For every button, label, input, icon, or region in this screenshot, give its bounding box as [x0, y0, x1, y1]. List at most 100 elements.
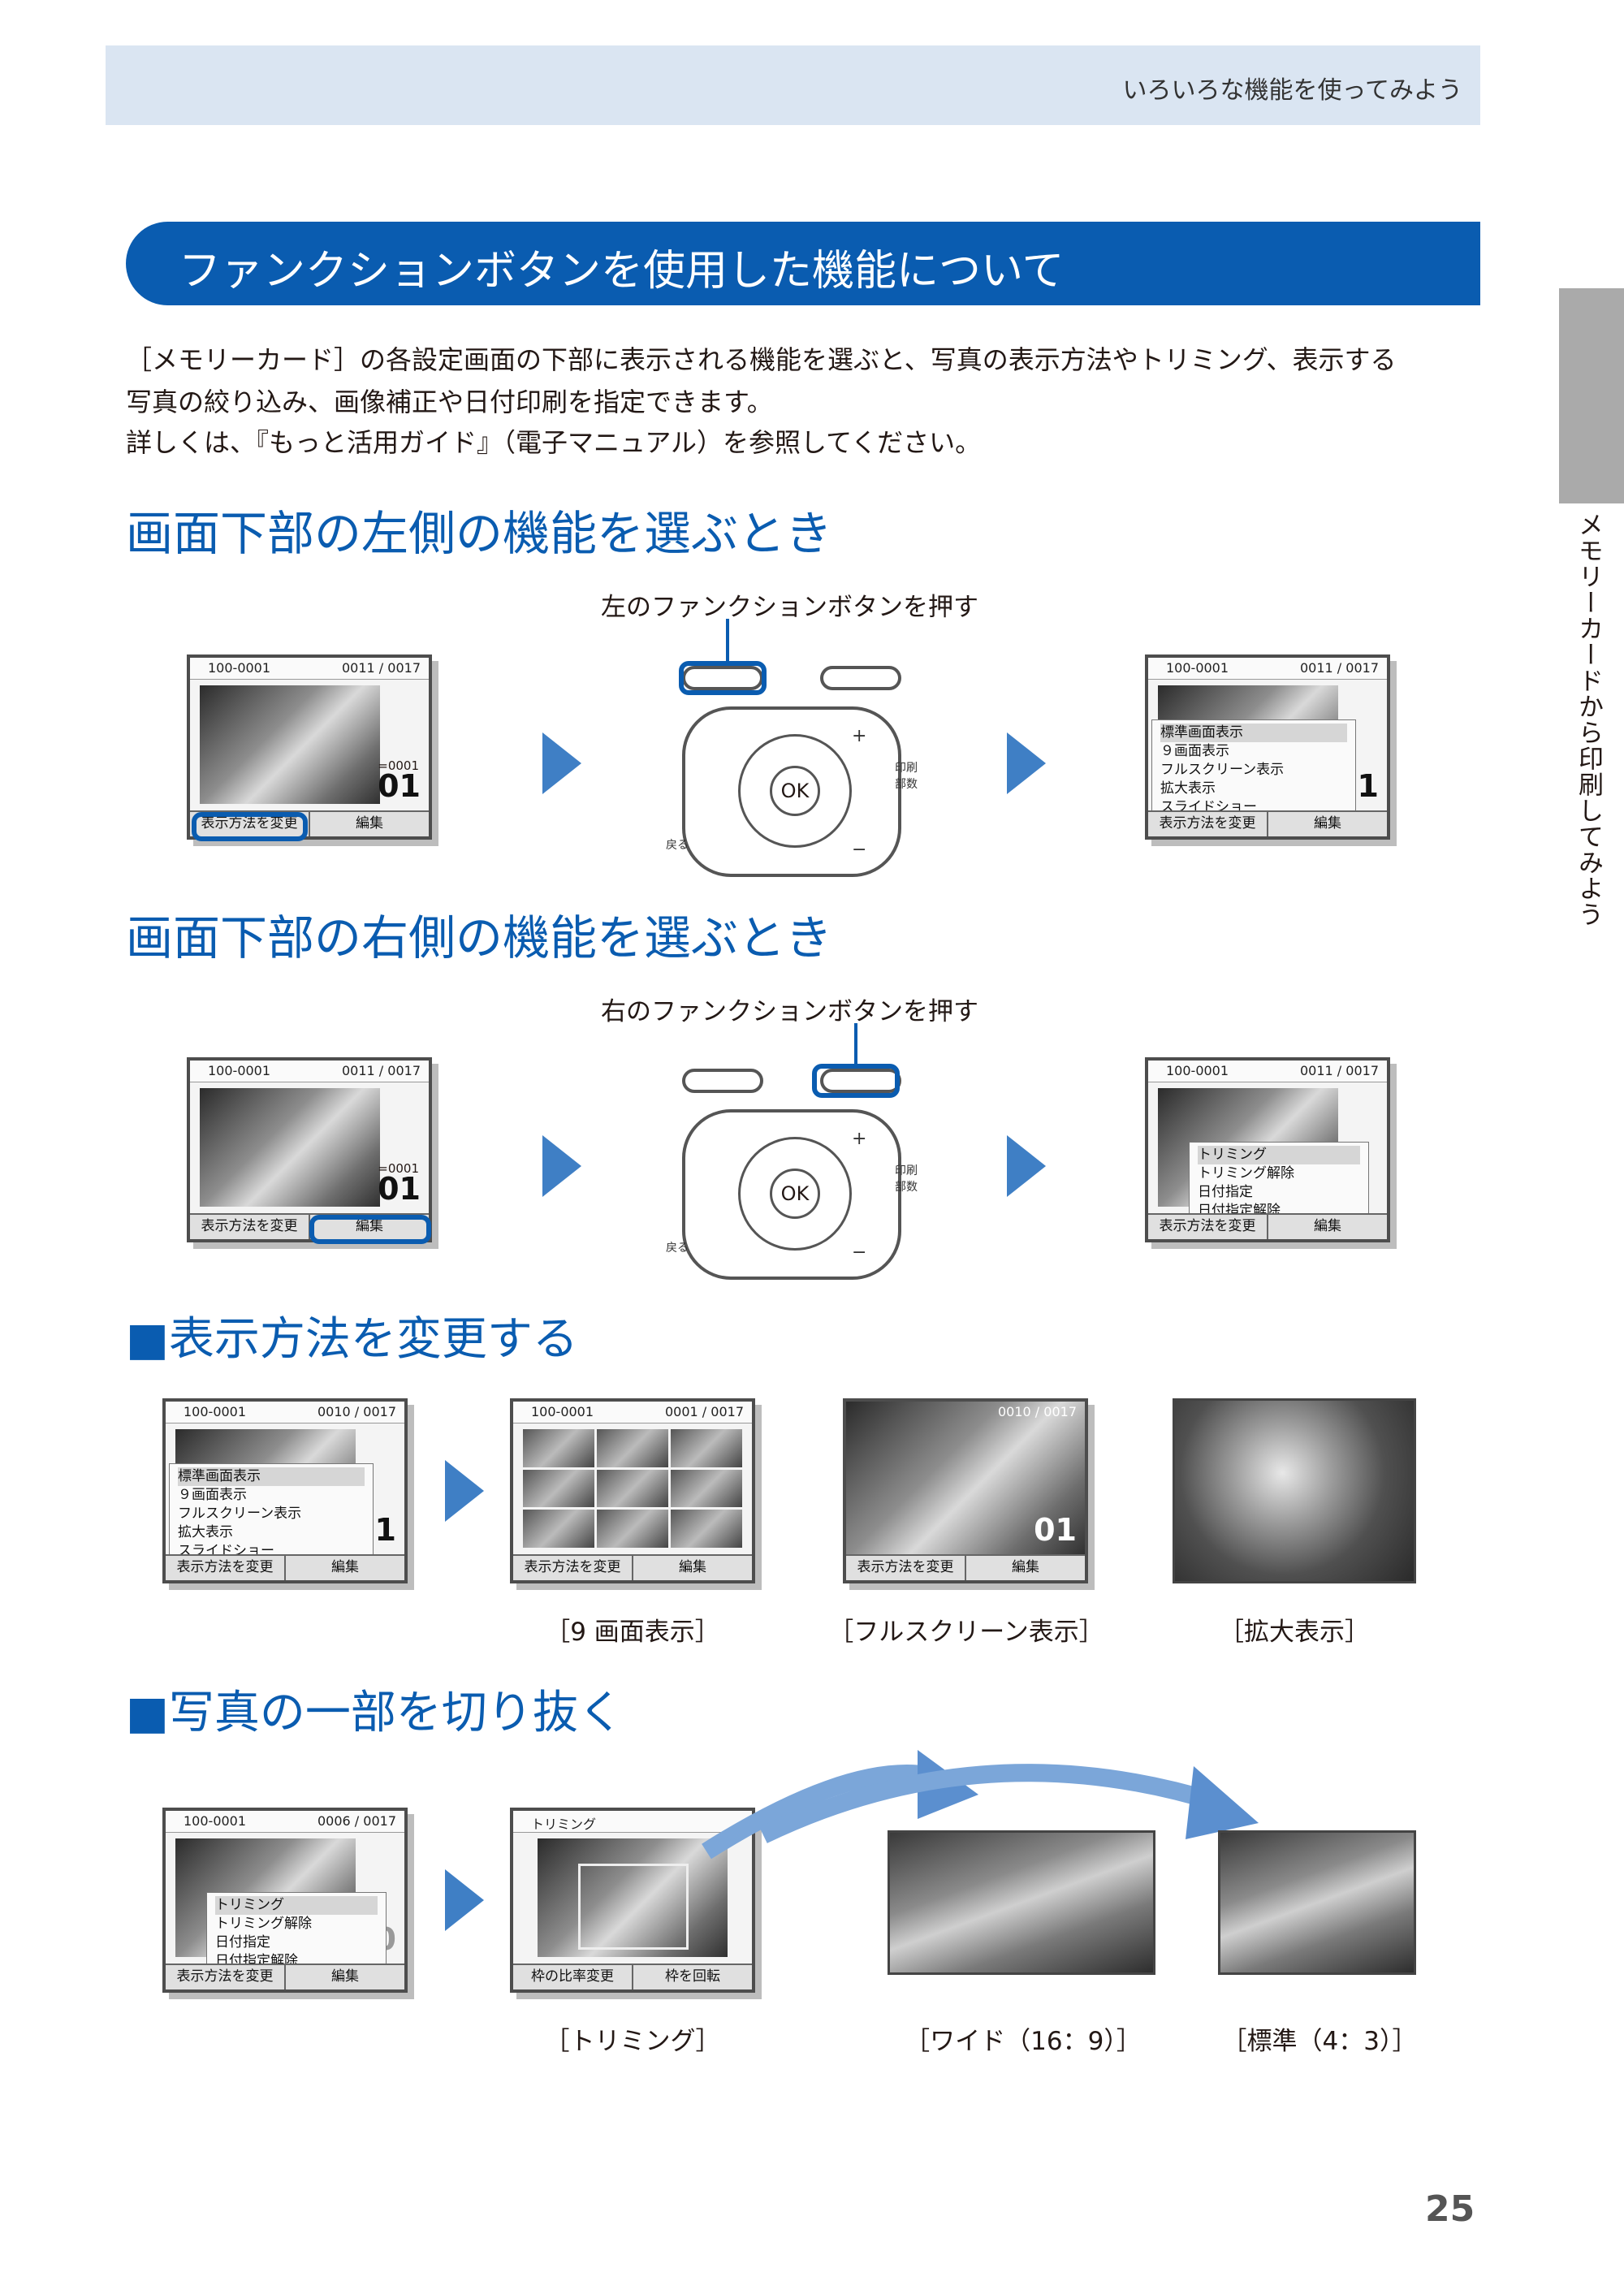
copies-value: 01 — [1034, 1512, 1077, 1548]
minus-button[interactable]: − — [852, 1242, 867, 1263]
highlight-right-button — [812, 1064, 900, 1098]
display-method-label: 表示方法を変更 — [190, 812, 310, 836]
arrow-head-2 — [1186, 1766, 1259, 1839]
menu-item[interactable]: フルスクリーン表示 — [178, 1506, 302, 1522]
curve-arrow-2 — [759, 1764, 1221, 1843]
lcd-status-bar: 100-0001 0011 / 0017 — [190, 658, 429, 680]
intro-line-1: ［メモリーカード］の各設定画面の下部に表示される機能を選ぶと、写真の表示方法やト… — [126, 344, 1397, 375]
callout-left-button: 左のファンクションボタンを押す — [601, 593, 978, 622]
lcd-function-bar: 枠の比率変更 枠を回転 — [513, 1964, 752, 1989]
print-copies-label: 印刷 部数 — [895, 762, 918, 791]
menu-item[interactable]: トリミング — [1198, 1146, 1360, 1164]
thumbnail[interactable] — [597, 1469, 668, 1508]
menu-item[interactable]: フルスクリーン表示 — [1160, 762, 1285, 778]
heading-right-function: 画面下部の右側の機能を選ぶとき — [126, 910, 833, 966]
display-method-label: 表示方法を変更 — [846, 1556, 966, 1580]
intro-line-3: 詳しくは、『もっと活用ガイド』（電子マニュアル）を参照してください。 — [126, 427, 982, 458]
menu-item[interactable]: 日付指定 — [215, 1934, 270, 1951]
next-arrow — [445, 1869, 484, 1931]
folder-label: 100-0001 — [531, 1404, 594, 1419]
display-menu: 標準画面表示 ９画面表示 フルスクリーン表示 拡大表示 スライドショー — [1151, 719, 1356, 821]
folder-label: 100-0001 — [184, 1813, 247, 1829]
menu-item[interactable]: 標準画面表示 — [1160, 724, 1347, 742]
menu-item[interactable]: 拡大表示 — [1160, 780, 1216, 797]
section-title-bar: ファンクションボタンを使用した機能について — [126, 222, 1480, 305]
zoomed-kid-photo — [1173, 1398, 1416, 1583]
lcd-screen: 100-0001 0011 / 0017 =0001 01 表示方法を変更 編集 — [187, 1057, 432, 1242]
control-panel: OK + − 印刷 部数 戻る — [666, 666, 918, 877]
thumbnail[interactable] — [671, 1429, 742, 1467]
lcd-function-bar: 表示方法を変更 編集 — [846, 1554, 1085, 1580]
menu-item[interactable]: トリミング — [215, 1896, 378, 1915]
copies-label: =0001 — [378, 758, 419, 773]
edit-label: 編集 — [1012, 1559, 1039, 1575]
next-arrow — [542, 732, 581, 794]
edit-menu: トリミング トリミング解除 日付指定 日付指定解除 — [206, 1892, 387, 1975]
folder-label: 100-0001 — [1166, 1063, 1229, 1078]
lcd-status-bar: トリミング — [513, 1811, 752, 1833]
dpad[interactable]: OK — [738, 1137, 852, 1251]
thumbnail[interactable] — [523, 1510, 594, 1548]
image-counter: 0011 / 0017 — [1300, 1063, 1379, 1078]
ok-button[interactable]: OK — [770, 1169, 820, 1219]
copies-value: 01 — [378, 768, 421, 804]
wide-crop-photo — [888, 1830, 1155, 1975]
edit-label: 編集 — [356, 815, 383, 832]
caption-fullscreen: ［フルスクリーン表示］ — [828, 1618, 1104, 1647]
left-function-button[interactable] — [682, 666, 763, 690]
cat-photo — [200, 685, 380, 804]
lcd-function-bar: 表示方法を変更 編集 — [513, 1554, 752, 1580]
plus-button[interactable]: + — [852, 726, 867, 746]
cat-photo — [200, 1088, 380, 1207]
caption-nine-view: ［9 画面表示］ — [545, 1618, 720, 1647]
left-function-button[interactable] — [682, 1069, 763, 1093]
folder-label: 100-0001 — [184, 1404, 247, 1419]
lcd-function-bar: 表示方法を変更 編集 — [166, 1554, 404, 1580]
menu-item[interactable]: 拡大表示 — [178, 1524, 233, 1540]
next-arrow — [542, 1135, 581, 1197]
lcd-screen: 100-0001 0011 / 0017 トリミング トリミング解除 日付指定 … — [1145, 1057, 1390, 1242]
menu-item[interactable]: トリミング解除 — [1198, 1165, 1294, 1182]
menu-item[interactable]: ９画面表示 — [178, 1487, 247, 1503]
side-tab-label: メモリーカードから印刷してみよう — [1574, 512, 1603, 927]
edit-label: 編集 — [356, 1218, 383, 1234]
highlight-right-function — [309, 1215, 431, 1244]
highlight-left-button — [679, 661, 767, 695]
heading-display-method: ■表示方法を変更する — [126, 1313, 578, 1366]
menu-item[interactable]: ９画面表示 — [1160, 743, 1229, 759]
ok-button[interactable]: OK — [770, 766, 820, 816]
edit-label: 編集 — [331, 1559, 359, 1575]
image-counter: 0006 / 0017 — [317, 1813, 396, 1829]
display-method-label: 表示方法を変更 — [513, 1556, 633, 1580]
thumbnail[interactable] — [671, 1469, 742, 1508]
copies-value: 01 — [378, 1171, 421, 1207]
thumbnail[interactable] — [597, 1429, 668, 1467]
dpad[interactable]: OK — [738, 734, 852, 848]
lcd-screen: 100-0001 0011 / 0017 =0001 01 表示方法を変更 編集 — [187, 655, 432, 840]
menu-item[interactable]: トリミング解除 — [215, 1916, 312, 1932]
menu-item[interactable]: 日付指定 — [1198, 1184, 1253, 1200]
panel-body: OK + − — [682, 1109, 901, 1280]
next-arrow — [1007, 1135, 1046, 1197]
image-counter: 0010 / 0017 — [998, 1404, 1077, 1419]
trim-frame[interactable] — [578, 1864, 689, 1950]
thumbnail[interactable] — [523, 1469, 594, 1508]
intro-line-2: 写真の絞り込み、画像補正や日付印刷を指定できます。 — [126, 387, 773, 417]
folder-label: 100-0001 — [208, 660, 271, 676]
plus-button[interactable]: + — [852, 1129, 867, 1149]
edit-label: 編集 — [1314, 1218, 1341, 1234]
thumbnail[interactable] — [671, 1510, 742, 1548]
rotate-frame-label: 枠を回転 — [665, 1968, 720, 1985]
edit-label: 編集 — [331, 1968, 359, 1985]
menu-item[interactable]: 標準画面表示 — [178, 1467, 365, 1486]
thumbnail[interactable] — [597, 1510, 668, 1548]
right-function-button[interactable] — [820, 666, 901, 690]
lcd-status-bar: 100-0001 0001 / 0017 — [513, 1402, 752, 1423]
right-function-button[interactable] — [820, 1069, 901, 1093]
back-label: 戻る — [666, 1242, 689, 1255]
trim-title: トリミング — [531, 1817, 597, 1832]
edit-label: 編集 — [1314, 815, 1341, 832]
panel-body: OK + − — [682, 706, 901, 877]
thumbnail[interactable] — [523, 1429, 594, 1467]
minus-button[interactable]: − — [852, 840, 867, 860]
